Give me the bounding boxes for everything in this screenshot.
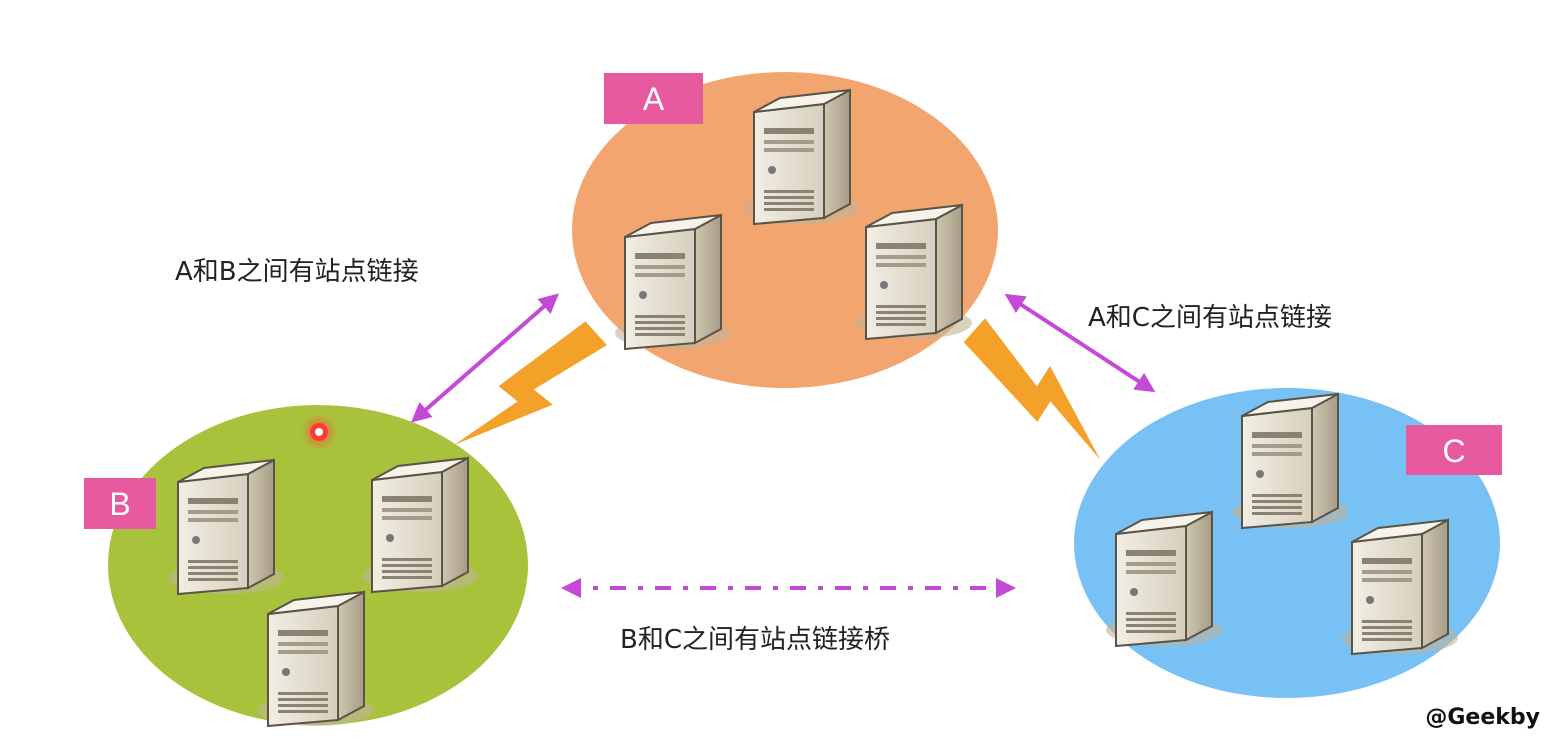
server-tower-icon [167, 459, 285, 595]
link-caption-ac: A和C之间有站点链接 [1088, 303, 1332, 333]
server-tower-icon [855, 204, 973, 340]
server-tower-icon [1341, 519, 1459, 655]
watermark: @Geekby [1425, 705, 1540, 730]
link-caption-bc: B和C之间有站点链接桥 [620, 625, 890, 655]
server-tower-icon [614, 214, 732, 350]
svg-text:B: B [109, 486, 130, 522]
server-tower-icon [743, 89, 861, 225]
server-tower-icon [1105, 511, 1223, 647]
site-c-label: C [1406, 425, 1502, 475]
site-b-label: B [84, 478, 156, 529]
server-tower-icon [257, 591, 375, 727]
svg-text:C: C [1442, 433, 1465, 469]
svg-text:A: A [643, 81, 665, 117]
link-arrow-ac [1004, 293, 1156, 393]
link-arrow-ab [410, 293, 560, 423]
link-caption-ab: A和B之间有站点链接 [175, 257, 419, 287]
lightning-bolt-icon [957, 312, 1125, 471]
server-tower-icon [361, 457, 479, 593]
red-dot-marker-icon [301, 414, 337, 450]
lightning-bolt-icon [445, 313, 613, 472]
server-tower-icon [1231, 393, 1349, 529]
site-a-label: A [604, 73, 703, 124]
